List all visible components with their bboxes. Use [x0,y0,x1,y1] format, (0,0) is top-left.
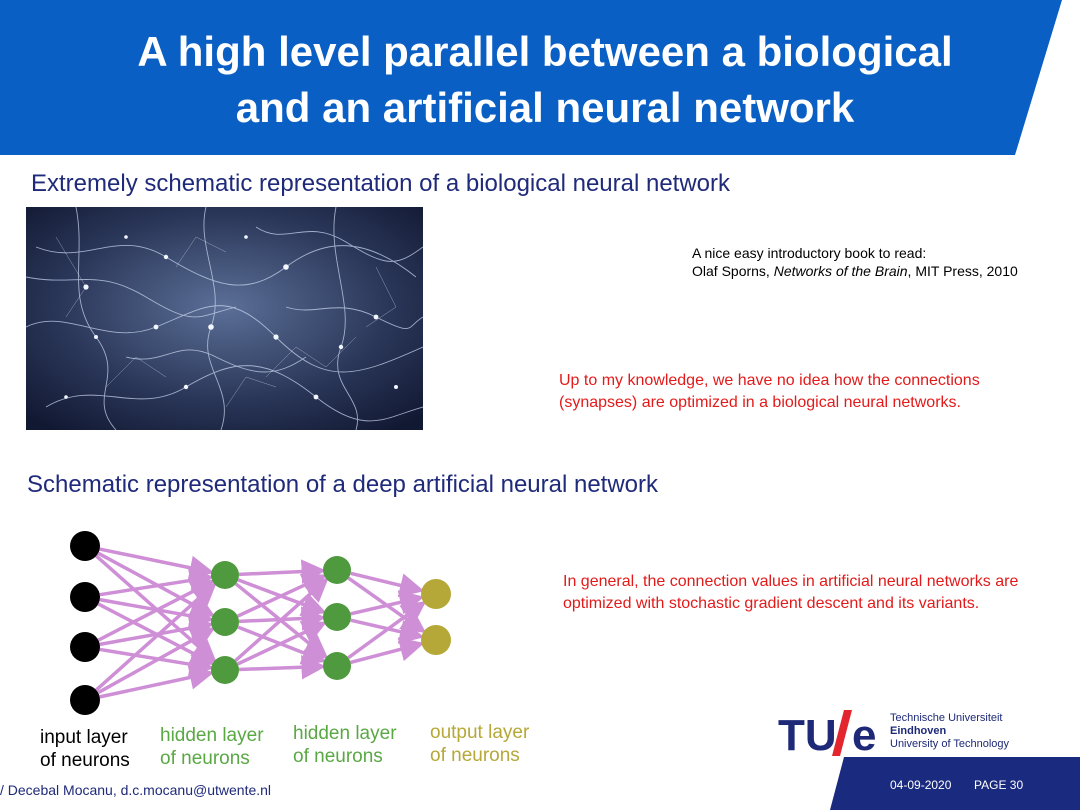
title-line-2: and an artificial neural network [235,84,855,131]
ann-note-line-1: In general, the connection values in art… [563,573,1019,590]
connection-edge [236,621,328,666]
label-hidden2-line-1: hidden layer [293,723,397,744]
logo-mark-tu: TU [778,711,837,758]
book-recommendation: A nice easy introductory book to read: O… [692,244,1018,280]
logo-slash [832,710,852,756]
hidden-neuron [323,603,351,631]
hidden-neuron [211,608,239,636]
label-output-line-2: of neurons [430,745,520,766]
connection-edge [350,618,425,644]
hidden-neuron [323,556,351,584]
ann-note: In general, the connection values in art… [563,571,1078,615]
bio-heading: Extremely schematic representation of a … [31,170,731,197]
ann-note-line-2: optimized with stochastic gradient desce… [563,595,980,612]
book-citation: Olaf Sporns, Networks of the Brain, MIT … [692,262,1018,280]
connection-edge [350,590,425,616]
hidden-neuron [323,652,351,680]
connection-edge [99,597,215,628]
label-output-line-1: output layer [430,722,530,743]
output-neuron [421,579,451,609]
university-city: Eindhoven [890,725,947,737]
university-name-en: University of Technology [890,738,1010,750]
connection-edge [99,665,215,699]
connection-edge [97,627,216,695]
tue-logo: TU e [778,710,876,758]
input-neuron [70,531,100,561]
connection-edge [99,547,215,580]
footer-page-number: PAGE 30 [974,778,1024,792]
slide-title: A high level parallel between a biologic… [40,24,1050,136]
book-author: Olaf Sporns, [692,263,774,279]
bio-note-line-1: Up to my knowledge, we have no idea how … [559,372,980,389]
label-input-layer: input layer of neurons [40,726,130,772]
label-hidden2-line-2: of neurons [293,746,383,767]
connection-edge [350,637,425,665]
hidden-neuron [211,656,239,684]
connection-edge [95,582,217,692]
book-publisher: , MIT Press, 2010 [907,263,1018,279]
footer-author: / Decebal Mocanu, d.c.mocanu@utwente.nl [0,782,272,798]
artificial-network-diagram [70,531,451,715]
input-neuron [70,685,100,715]
biological-network-image [26,207,423,430]
output-neuron [421,625,451,655]
label-hidden1-line-1: hidden layer [160,725,264,746]
university-name: Technische Universiteit Eindhoven Univer… [890,712,1009,751]
connection-edge [347,601,427,660]
connection-edge [234,577,329,662]
title-banner [0,0,1062,155]
bio-note: Up to my knowledge, we have no idea how … [559,370,980,414]
label-output-layer: output layer of neurons [430,721,529,767]
book-title: Networks of the Brain [773,263,908,279]
network-neurons [70,531,451,715]
connection-edge [238,655,327,680]
ann-heading: Schematic representation of a deep artif… [27,471,659,498]
label-input-line-1: input layer [40,727,128,748]
title-line-1: A high level parallel between a biologic… [137,28,953,75]
input-neuron [70,582,100,612]
input-neuron [70,632,100,662]
connection-edge [238,559,327,584]
footer-date: 04-09-2020 [890,778,952,792]
connection-edge [99,647,215,677]
label-input-line-2: of neurons [40,750,130,771]
book-intro: A nice easy introductory book to read: [692,245,927,261]
logo-mark-e: e [852,711,876,758]
connection-edge [350,571,425,598]
university-name-nl: Technische Universiteit [890,712,1003,724]
label-hidden-layer-1: hidden layer of neurons [160,724,264,770]
hidden-neuron [211,561,239,589]
bio-note-line-2: (synapses) are optimized in a biological… [559,394,961,411]
label-hidden1-line-2: of neurons [160,748,250,769]
connection-edge [97,602,216,665]
network-edges [95,547,427,699]
label-hidden-layer-2: hidden layer of neurons [293,722,397,768]
footer-bar [830,757,1080,810]
